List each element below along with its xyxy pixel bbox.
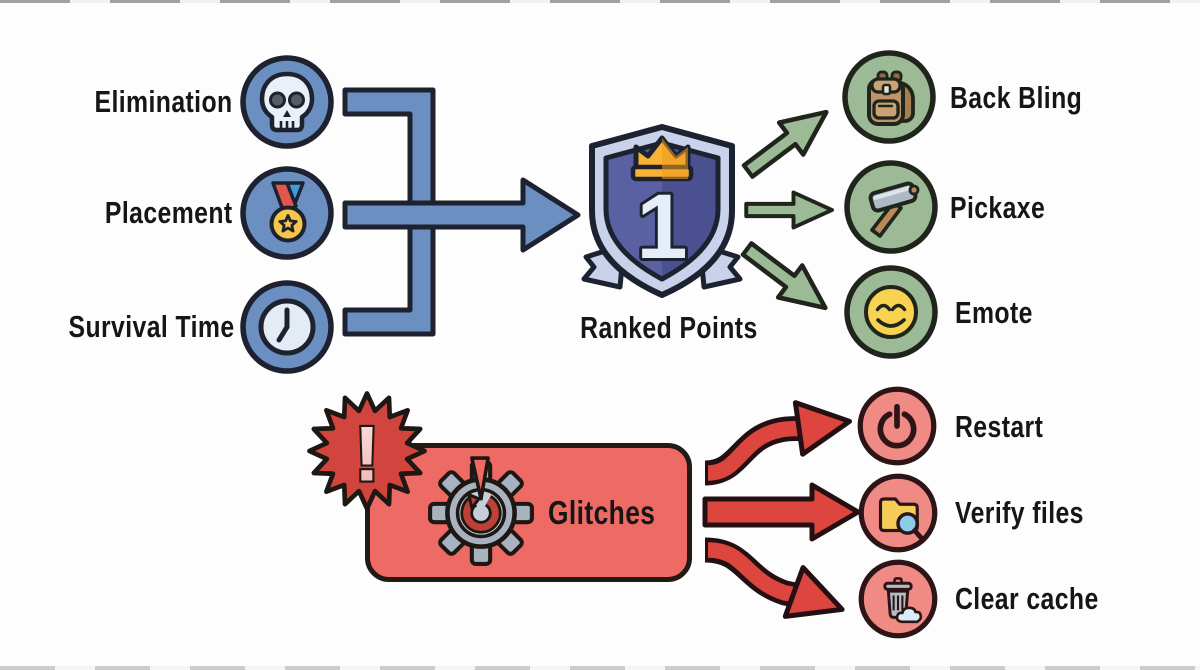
reward-arrow-down-icon: [740, 241, 828, 311]
top-edge-artifact: [0, 0, 1200, 3]
fix-label-restart: Restart: [955, 409, 1044, 444]
trash-cloud-icon: [858, 559, 938, 639]
reward-arrow-up-icon: [741, 109, 829, 179]
fix-label-clear-cache: Clear cache: [955, 581, 1099, 616]
input-label-placement: Placement: [105, 195, 233, 230]
smiley-emote-icon: [844, 265, 938, 359]
result-label-ranked-points: Ranked Points: [580, 310, 758, 345]
backpack-icon: [842, 50, 936, 144]
skull-icon: [240, 55, 334, 149]
reward-label-back-bling: Back Bling: [950, 80, 1083, 115]
medal-icon: [240, 166, 334, 260]
hammer-icon: [844, 160, 938, 254]
broken-gear-icon: [428, 456, 534, 566]
reward-label-emote: Emote: [955, 295, 1033, 330]
clock-icon: [240, 280, 334, 374]
merge-connector-arrow-icon: [342, 87, 581, 337]
folder-search-icon: [858, 473, 938, 553]
input-label-elimination: Elimination: [94, 84, 233, 119]
input-label-survival-time: Survival Time: [68, 309, 235, 344]
reward-arrow-right-icon: [744, 190, 834, 230]
power-icon: [857, 386, 937, 466]
bottom-edge-artifact: [0, 666, 1200, 670]
alert-exclamation-glyph: !: [354, 410, 380, 498]
glitches-box: Glitches: [365, 443, 692, 582]
fix-arrows-icon: [702, 400, 861, 619]
rank-badge-number: 1: [636, 176, 687, 278]
reward-label-pickaxe: Pickaxe: [950, 190, 1046, 225]
alert-starburst-icon: !: [307, 391, 427, 511]
glitches-label: Glitches: [548, 494, 656, 531]
rank-1-shield-icon: 1: [581, 124, 743, 298]
fix-label-verify-files: Verify files: [955, 495, 1084, 530]
